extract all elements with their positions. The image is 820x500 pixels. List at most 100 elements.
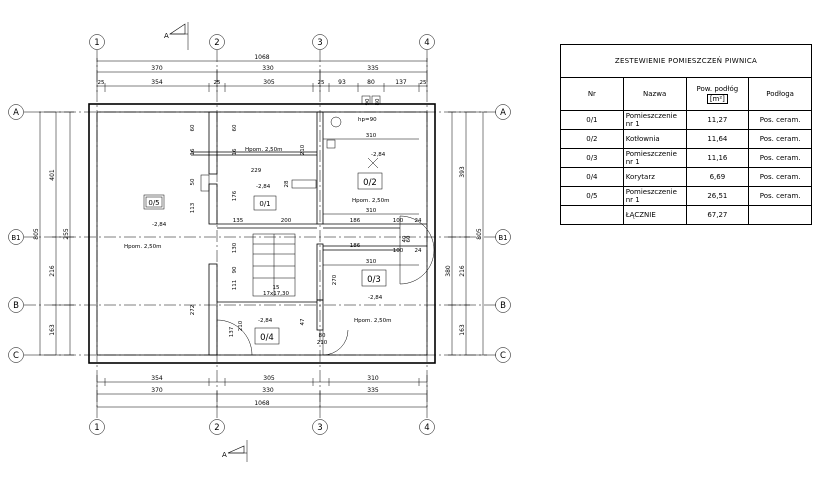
axis-marker-4-top: 4 [419,34,435,50]
svg-text:137: 137 [395,79,407,86]
svg-text:270: 270 [332,274,338,285]
boiler-symbol [291,116,379,189]
svg-text:216: 216 [459,265,466,277]
section-marker-top: A [164,22,189,50]
svg-text:3: 3 [317,423,322,433]
svg-text:210: 210 [300,144,306,155]
header-area: Pow. podłóg [m²] [685,77,750,111]
svg-text:hp=90: hp=90 [358,117,377,123]
svg-text:0/3: 0/3 [367,275,381,285]
svg-text:310: 310 [366,133,377,139]
svg-text:Hpom. 2,50m: Hpom. 2,50m [352,198,389,204]
header-area-unit: [m²] [706,93,728,104]
interior-walls [191,111,427,356]
staircase: 15 17x17,30 [252,233,296,297]
svg-text:370: 370 [151,387,163,394]
svg-text:210: 210 [317,340,328,346]
svg-text:401: 401 [49,169,56,181]
svg-text:-2,84: -2,84 [368,295,383,301]
window-note: hp=90 90 80 [358,98,381,123]
cell-nr: 0/4 [560,167,624,187]
header-nr: Nr [560,77,624,111]
svg-text:90: 90 [365,98,371,105]
svg-text:C: C [13,351,19,361]
total-area: 67,27 [685,205,750,225]
svg-text:80: 80 [375,98,381,105]
svg-text:90: 90 [232,266,238,273]
svg-text:1068: 1068 [254,400,269,407]
basement-floor-plan: 1 2 3 4 1 2 3 4 A B1 B C [8,22,511,462]
svg-text:25: 25 [214,80,221,86]
axis-marker-B-left: B [8,297,24,313]
room-0-1: 0/1 -2,84 Hpom. 2,50m [245,147,282,211]
table-row: 0/2 Kotłownia 11,64 Pos. ceram. [560,129,812,149]
svg-text:C: C [500,351,506,361]
svg-text:216: 216 [49,265,56,277]
svg-text:200: 200 [281,218,292,224]
svg-text:B: B [500,301,506,311]
svg-text:B: B [13,301,19,311]
svg-text:3: 3 [317,38,322,48]
svg-text:A: A [222,451,227,459]
cell-area: 6,69 [685,167,750,187]
room-0-3: 0/3 -2,84 Hpom. 2,50m [354,269,391,324]
svg-text:111: 111 [232,280,238,291]
axis-marker-4-bottom: 4 [419,419,435,435]
dimension-lines-right: 805 393 216 380 163 [445,111,487,356]
svg-text:310: 310 [366,259,377,265]
cell-floor: Pos. ceram. [748,110,812,130]
svg-text:176: 176 [232,190,238,201]
cell-nr: 0/2 [560,129,624,149]
cell-floor: Pos. ceram. [748,186,812,206]
svg-text:210: 210 [238,320,244,331]
svg-text:24: 24 [415,218,422,224]
svg-text:47: 47 [300,318,306,325]
table-title: ZESTEWIENIE POMIESZCZEŃ PIWNICA [560,44,812,78]
svg-text:186: 186 [350,218,361,224]
svg-text:255: 255 [63,228,70,240]
svg-text:A: A [13,108,19,118]
svg-text:354: 354 [151,375,163,382]
svg-text:50: 50 [190,178,196,185]
svg-text:25: 25 [318,80,325,86]
svg-text:113: 113 [190,202,196,213]
svg-text:100: 100 [393,218,404,224]
svg-text:B1: B1 [11,234,20,242]
svg-text:272: 272 [190,305,196,316]
svg-text:310: 310 [367,375,379,382]
room-schedule-table: ZESTEWIENIE POMIESZCZEŃ PIWNICA Nr Nazwa… [560,44,812,225]
axis-marker-3-top: 3 [312,34,328,50]
axis-marker-1-top: 1 [89,34,105,50]
dimension-lines-top: 1068 370 330 335 25 354 25 305 25 93 80 … [96,54,428,92]
svg-text:354: 354 [151,79,163,86]
room-0-5: 0/5 -2,84 Hpom. 2,50m [124,194,167,250]
svg-text:0/2: 0/2 [363,178,377,188]
svg-text:60: 60 [190,124,196,131]
svg-text:40: 40 [402,235,408,242]
table-header-row: Nr Nazwa Pow. podłóg [m²] Podłoga [560,77,812,111]
interior-dimensions: 310 310 186 100 24 186 100 24 310 229 20… [190,124,422,346]
svg-text:380: 380 [445,265,452,277]
room-0-2: 0/2 -2,84 Hpom. 2,50m [352,152,389,204]
svg-text:16: 16 [232,148,238,155]
svg-text:0/5: 0/5 [148,199,159,207]
door-swing-0-4 [216,319,253,356]
axis-marker-B1-left: B1 [8,229,24,245]
total-label: ŁĄCZNIE [622,205,687,225]
svg-text:93: 93 [338,79,346,86]
svg-text:163: 163 [49,324,56,336]
svg-text:100: 100 [393,248,404,254]
cell-name: Pomieszczenie nr 1 [622,148,687,168]
cell-area: 11,16 [685,148,750,168]
svg-text:805: 805 [33,228,40,240]
svg-text:393: 393 [459,166,466,178]
svg-text:A: A [500,108,506,118]
svg-text:25: 25 [98,80,105,86]
svg-text:186: 186 [350,243,361,249]
door-swing-0-3-lower [322,329,349,356]
axis-marker-B1-right: B1 [495,229,511,245]
svg-text:Hpom. 2,50m: Hpom. 2,50m [354,318,391,324]
cell-name: Pomieszczenie nr 1 [622,186,687,206]
table-row: 0/5 Pomieszczenie nr 1 26,51 Pos. ceram. [560,186,812,206]
svg-text:310: 310 [366,208,377,214]
